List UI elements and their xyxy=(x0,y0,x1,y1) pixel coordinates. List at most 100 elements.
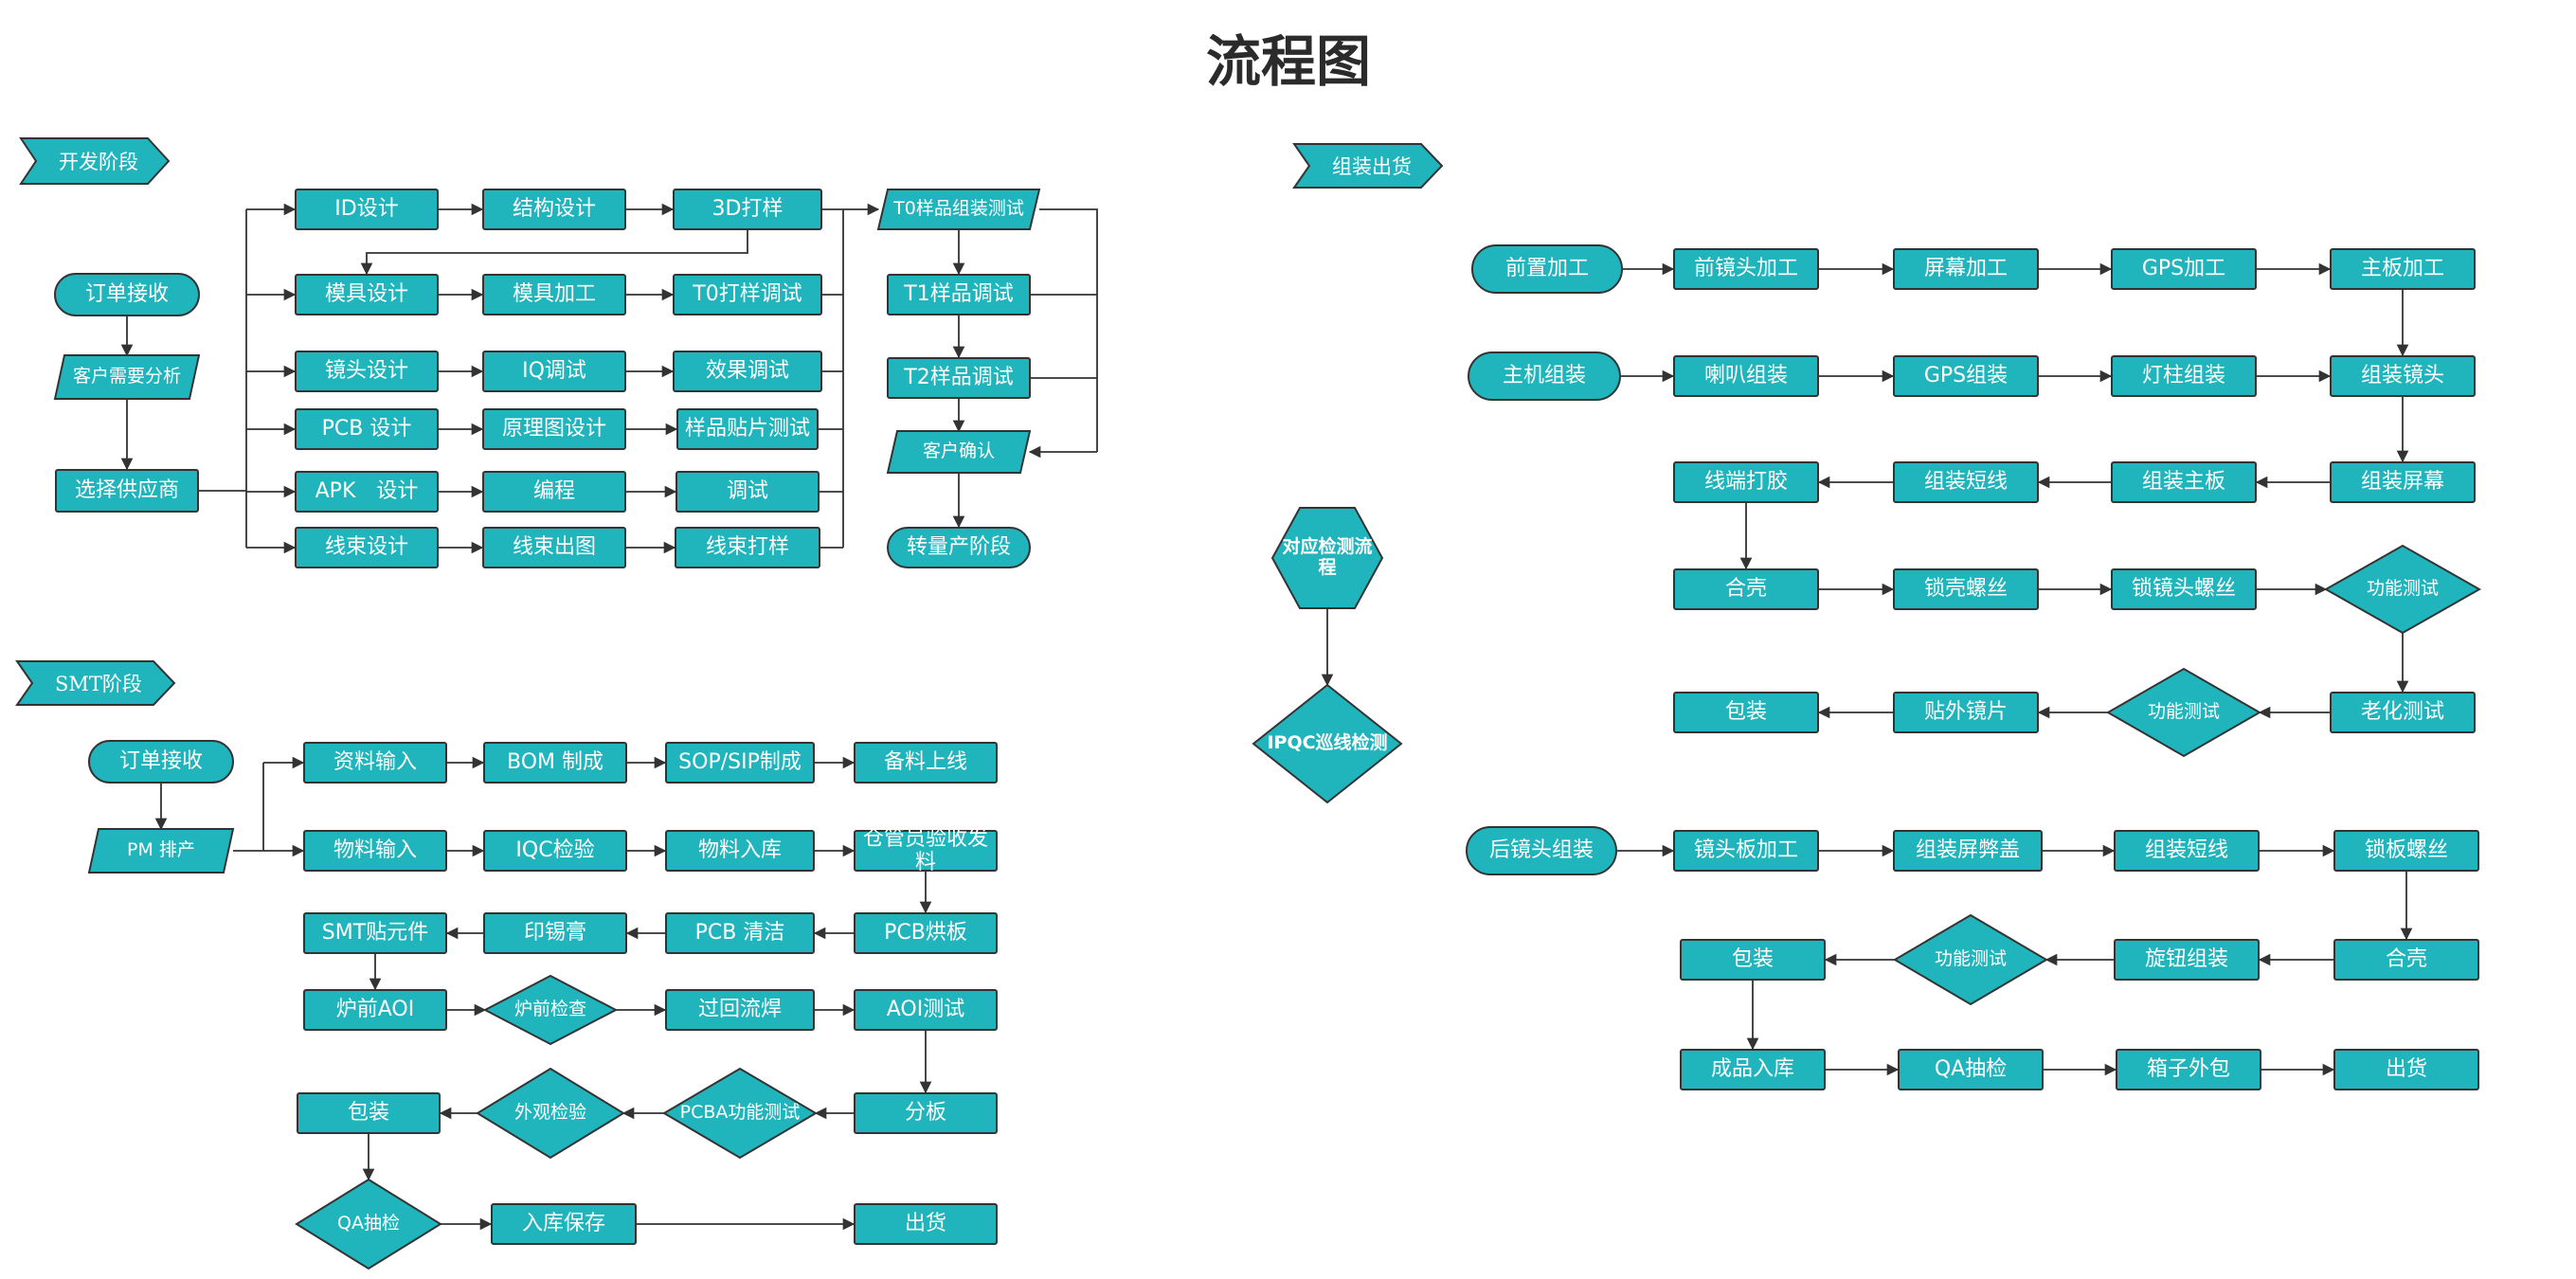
node-a-ship: 出货 xyxy=(2333,1049,2479,1090)
node-d-wires: 线束打样 xyxy=(675,527,820,568)
node-label: 组装屏弊盖 xyxy=(1915,838,2020,863)
node-a-pre: 前置加工 xyxy=(1471,244,1623,294)
node-d-t0asm: T0样品组装测试 xyxy=(876,189,1041,230)
node-s-pcba: PCBA功能测试 xyxy=(662,1067,818,1160)
node-label: 锁镜头螺丝 xyxy=(2131,577,2236,602)
node-label: 锁壳螺丝 xyxy=(1923,577,2008,602)
node-label: 主板加工 xyxy=(2360,257,2444,281)
node-label: 镜头板加工 xyxy=(1693,838,1798,863)
node-s-clean: PCB 清洁 xyxy=(665,912,815,954)
node-d-3d: 3D打样 xyxy=(673,189,822,230)
node-a-lamp: 灯柱组装 xyxy=(2111,355,2257,397)
node-s-paste: 印锡膏 xyxy=(483,912,627,954)
node-d-iq: IQ调试 xyxy=(482,351,626,392)
node-d-t2: T2样品调试 xyxy=(887,357,1031,399)
node-label: PCB烘板 xyxy=(884,921,967,946)
node-d-sch: 原理图设计 xyxy=(482,408,626,450)
node-label: 合壳 xyxy=(1724,577,1767,602)
node-a-gps: GPS加工 xyxy=(2111,248,2257,290)
node-a-short2: 组装短线 xyxy=(2114,830,2260,872)
node-a-flens: 前镜头加工 xyxy=(1673,248,1819,290)
node-label: APK 设计 xyxy=(315,479,419,504)
node-label: 样品贴片测试 xyxy=(684,417,810,441)
node-m-ipqc2: IPQC巡线检测 xyxy=(1252,683,1403,804)
node-label: 原理图设计 xyxy=(501,417,606,441)
node-label: 组装短线 xyxy=(1923,470,2008,495)
node-a-pack2: 包装 xyxy=(1680,939,1826,981)
section-tag-smt: SMT阶段 xyxy=(15,660,176,706)
node-s-split: 分板 xyxy=(854,1092,998,1134)
node-label: 功能测试 xyxy=(2147,701,2220,723)
node-label: AOI测试 xyxy=(886,998,965,1022)
node-s-iqc: IQC检验 xyxy=(483,830,627,872)
node-m-ipqc1: 对应检测流程 xyxy=(1270,507,1384,609)
section-tag-label: SMT阶段 xyxy=(55,673,142,695)
node-d-smp: 样品贴片测试 xyxy=(676,408,819,450)
node-a-func1: 功能测试 xyxy=(2323,544,2482,635)
node-label: 仓管员验收发料 xyxy=(862,826,988,874)
node-d-mold: 模具设计 xyxy=(295,274,439,315)
node-s-ship: 出货 xyxy=(854,1203,998,1245)
node-a-mb: 主板加工 xyxy=(2330,248,2476,290)
node-s-bake: PCB烘板 xyxy=(854,912,998,954)
node-label: 模具设计 xyxy=(324,282,408,307)
node-label: 外观检验 xyxy=(513,1102,586,1124)
node-a-scra: 组装屏幕 xyxy=(2330,461,2476,503)
node-label: 组装短线 xyxy=(2144,838,2228,863)
node-d-struct: 结构设计 xyxy=(482,189,626,230)
node-label: 资料输入 xyxy=(333,750,417,775)
node-label: 订单接收 xyxy=(84,282,169,307)
node-label: 结构设计 xyxy=(512,197,596,222)
node-label: 客户需要分析 xyxy=(72,366,181,387)
node-a-gpsa: GPS组装 xyxy=(1893,355,2039,397)
node-label: 物料入库 xyxy=(697,838,782,863)
node-label: 线束出图 xyxy=(512,535,596,560)
node-label: 镜头设计 xyxy=(324,359,408,384)
node-a-cover: 组装屏弊盖 xyxy=(1893,830,2043,872)
node-label: 效果调试 xyxy=(705,359,789,384)
node-label: 线束设计 xyxy=(324,535,408,560)
node-label: 出货 xyxy=(904,1212,946,1236)
node-s-store: 物料入库 xyxy=(665,830,815,872)
node-a-glue: 线端打胶 xyxy=(1673,461,1819,503)
node-d-moldp: 模具加工 xyxy=(482,274,626,315)
node-label: 线束打样 xyxy=(705,535,789,560)
node-label: T0样品组装测试 xyxy=(893,198,1024,220)
node-a-shell: 合壳 xyxy=(1673,568,1819,610)
node-d-prog: 编程 xyxy=(482,471,626,513)
node-d-req: 客户需要分析 xyxy=(53,354,201,400)
node-label: 模具加工 xyxy=(512,282,596,307)
node-label: 订单接收 xyxy=(118,749,203,774)
node-label: 对应检测流程 xyxy=(1282,536,1373,578)
node-d-apk: APK 设计 xyxy=(295,471,439,513)
node-label: ID设计 xyxy=(334,197,399,222)
node-s-chk: 炉前检查 xyxy=(482,974,619,1046)
node-label: QA抽检 xyxy=(1934,1057,2008,1082)
node-label: 印锡膏 xyxy=(523,921,586,946)
node-s-order: 订单接收 xyxy=(88,740,234,784)
page-title: 流程图 xyxy=(1205,29,1371,94)
section-tag-label: 组装出货 xyxy=(1332,155,1412,178)
node-d-order: 订单接收 xyxy=(54,273,200,316)
node-label: 合壳 xyxy=(2385,947,2427,972)
node-a-func2: 功能测试 xyxy=(2105,667,2262,758)
section-tag-dev: 开发阶段 xyxy=(19,137,171,185)
node-label: 入库保存 xyxy=(521,1212,605,1236)
node-a-qa: QA抽检 xyxy=(1898,1049,2044,1090)
node-label: 包装 xyxy=(347,1101,389,1126)
node-d-mass: 转量产阶段 xyxy=(887,527,1031,568)
node-label: PCB 设计 xyxy=(321,417,412,441)
node-a-film: 贴外镜片 xyxy=(1893,692,2039,733)
node-label: 锁板螺丝 xyxy=(2364,838,2448,863)
node-a-knob: 旋钮组装 xyxy=(2114,939,2260,981)
node-s-keep: 入库保存 xyxy=(491,1203,637,1245)
node-a-aging: 老化测试 xyxy=(2330,692,2476,733)
node-label: 3D打样 xyxy=(712,197,784,222)
section-tag-label: 开发阶段 xyxy=(59,151,138,173)
node-label: 组装屏幕 xyxy=(2360,470,2444,495)
node-a-locklens: 锁镜头螺丝 xyxy=(2111,568,2257,610)
node-s-look: 外观检验 xyxy=(476,1067,625,1160)
node-label: 前镜头加工 xyxy=(1693,257,1798,281)
node-label: 成品入库 xyxy=(1710,1057,1794,1082)
node-label: 备料上线 xyxy=(883,750,967,775)
